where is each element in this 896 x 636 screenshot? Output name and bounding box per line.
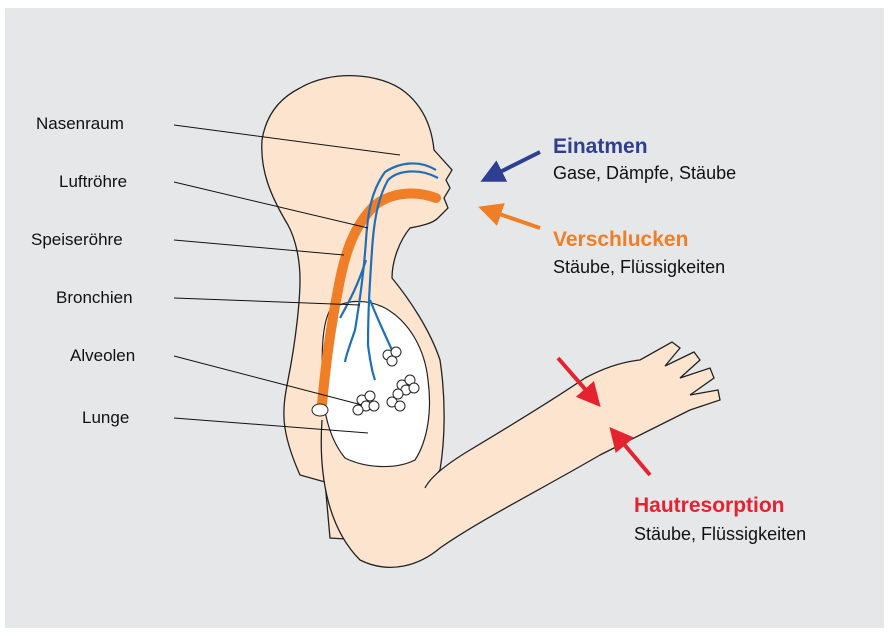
label-nasal-cavity: Nasenraum: [36, 115, 124, 132]
label-esophagus: Speiseröhre: [31, 231, 123, 248]
inhalation-arrow: [484, 152, 540, 180]
inhalation-description: Gase, Dämpfe, Stäube: [553, 164, 736, 182]
inhalation-title: Einatmen: [553, 136, 648, 157]
skin-description: Stäube, Flüssigkeiten: [634, 525, 806, 543]
esophagus-end: [312, 404, 328, 416]
swallowing-title: Verschlucken: [553, 229, 688, 250]
label-trachea: Luftröhre: [59, 173, 127, 190]
swallowing-description: Stäube, Flüssigkeiten: [553, 258, 725, 276]
label-bronchi: Bronchien: [56, 289, 133, 306]
skin-title: Hautresorption: [634, 495, 785, 516]
label-alveoli: Alveolen: [70, 347, 135, 364]
swallowing-arrow: [482, 208, 540, 228]
label-lung: Lunge: [82, 409, 129, 426]
